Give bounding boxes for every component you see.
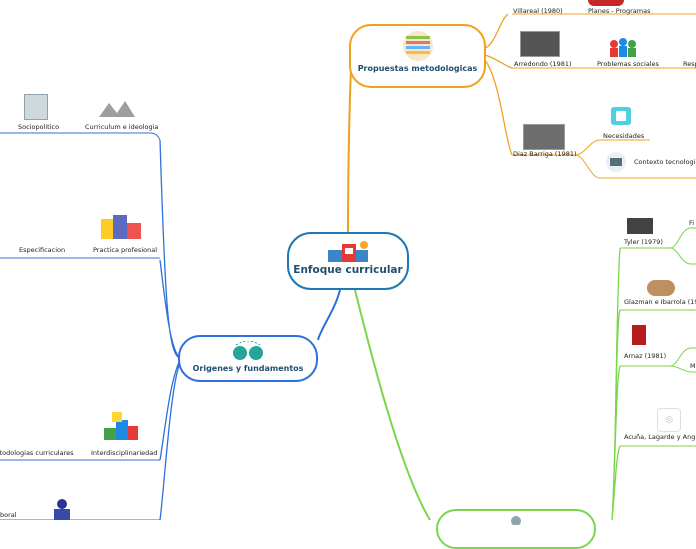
origenes-node[interactable]: Origenes y fundamentos <box>178 335 318 382</box>
workspace-icon <box>328 241 368 262</box>
diaz-label: Diaz Barriga (1981) <box>513 150 577 158</box>
propuestas-node[interactable]: Propuestas metodologicas <box>349 24 486 88</box>
sociopolitico-icon <box>24 94 48 120</box>
villareal-label: Villareal (1980) <box>513 7 563 15</box>
connector-tyler-line <box>620 227 696 265</box>
arnaz-photo-icon <box>632 325 646 345</box>
arnaz-extra-label: M <box>690 362 696 370</box>
needs-icon <box>611 107 631 125</box>
metodologias-label: Metodologias curriculares <box>0 449 74 457</box>
diaz-photo-icon <box>523 124 565 150</box>
center-label: Enfoque curricular <box>293 264 403 276</box>
heads-icon <box>233 341 263 360</box>
necesidades-label: Necesidades <box>603 132 645 140</box>
curriculum-label: Curriculum e ideologia <box>85 123 159 131</box>
camera-placeholder-icon: ◎ <box>657 408 681 432</box>
glazman-label: Glazman e Ibarrola (1978) <box>624 298 696 306</box>
book-icon <box>588 0 624 6</box>
contexto-label: Contexto tecnologico <box>634 158 696 166</box>
connector-origenes-items <box>159 139 181 520</box>
practica-label: Practica profesional <box>93 246 158 254</box>
worker-icon <box>54 499 70 520</box>
interdisciplinariedad-label: Interdisciplinariedad <box>91 449 158 457</box>
sociopolitico-label: Sociopolitico <box>18 123 60 131</box>
blocks-icon <box>104 412 138 440</box>
ideology-icon <box>99 101 135 117</box>
mind-map-canvas <box>0 13 696 520</box>
planes-label: Planes - Programas <box>588 7 651 15</box>
tyler-photo-icon <box>627 218 653 234</box>
acuna-label: Acuña, Lagarde y Angulo ( <box>624 433 696 441</box>
people-icon <box>610 38 636 57</box>
propuestas-label: Propuestas metodologicas <box>357 64 478 73</box>
laboral-label: boral <box>0 511 17 519</box>
connector-center-green <box>354 289 431 520</box>
connector-green-items <box>611 247 621 520</box>
resp-label: Resp <box>683 60 696 68</box>
arnaz-label: Arnaz (1981) <box>624 352 667 360</box>
especificacion-label: Especificacion <box>19 246 66 254</box>
connector-propuestas-items <box>484 13 513 156</box>
gear-icon <box>511 516 521 525</box>
tyler-label: Tyler (1979) <box>624 238 663 246</box>
connector-diaz-line <box>512 139 696 179</box>
arredondo-photo-icon <box>520 31 560 57</box>
tyler-extra-label: Fi <box>689 219 695 227</box>
connector-center-origenes <box>317 289 341 341</box>
center-node[interactable]: Enfoque curricular <box>287 232 409 290</box>
green-branch-node[interactable] <box>436 509 596 549</box>
students-icon <box>402 31 433 61</box>
connector-arnaz-line <box>620 347 696 373</box>
practice-icon <box>101 215 141 239</box>
connector-row1 <box>0 132 161 141</box>
problemas-label: Problemas sociales <box>597 60 659 68</box>
tech-icon <box>606 152 626 172</box>
glazman-photo-icon <box>647 280 675 296</box>
arredondo-label: Arredondo (1981) <box>514 60 572 68</box>
origenes-label: Origenes y fundamentos <box>192 364 304 373</box>
